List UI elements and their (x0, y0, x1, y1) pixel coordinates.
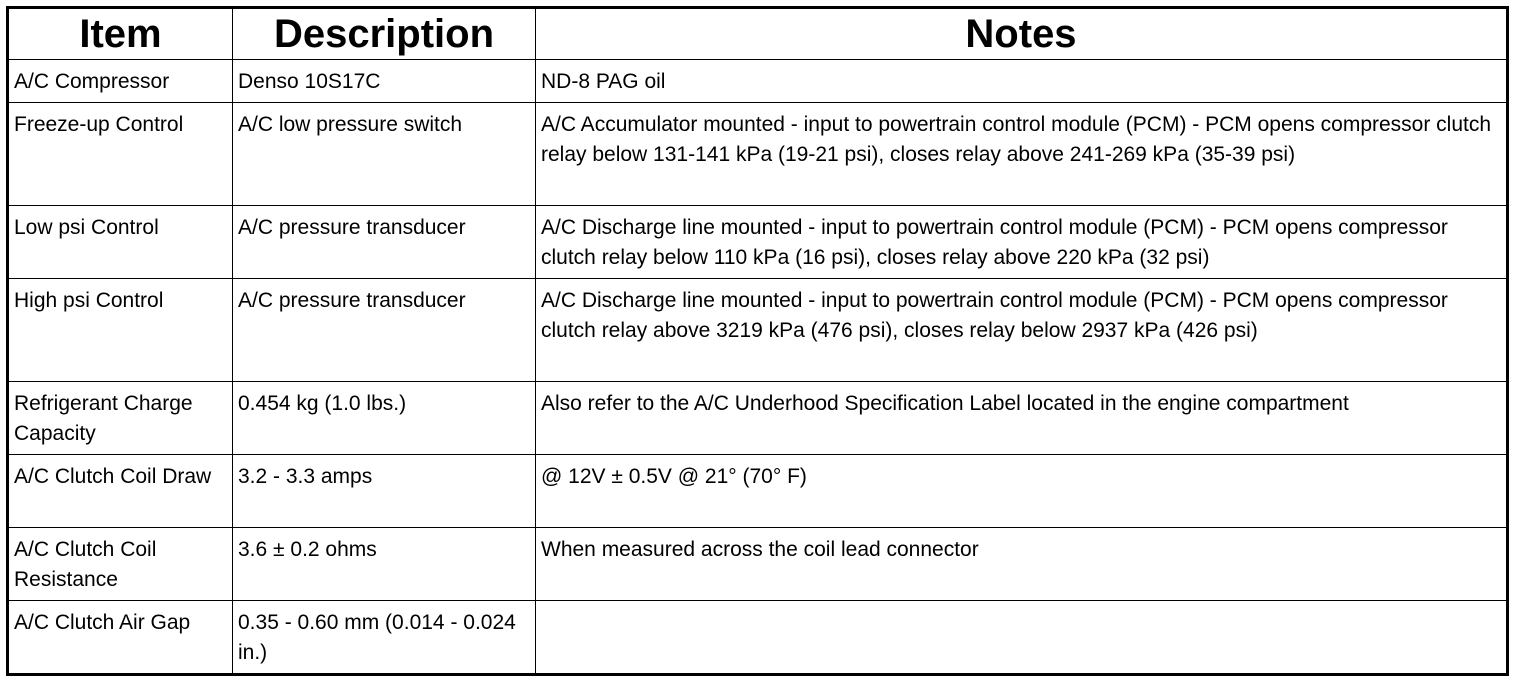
notes-cell: ND-8 PAG oil (535, 59, 1508, 103)
item-cell: A/C Clutch Air Gap (7, 600, 233, 675)
item-cell: A/C Clutch Coil Resistance (7, 527, 233, 601)
item-cell: Low psi Control (7, 205, 233, 279)
table-row: A/C Compressor Denso 10S17C ND-8 PAG oil (7, 59, 1508, 103)
notes-cell: When measured across the coil lead conne… (535, 527, 1508, 601)
notes-cell (535, 600, 1508, 675)
notes-cell: A/C Accumulator mounted - input to power… (535, 102, 1508, 206)
item-cell: A/C Clutch Coil Draw (7, 454, 233, 528)
column-header-item: Item (7, 7, 233, 60)
item-cell: Freeze-up Control (7, 102, 233, 206)
table-row: A/C Clutch Air Gap 0.35 - 0.60 mm (0.014… (7, 600, 1508, 675)
description-cell: 3.6 ± 0.2 ohms (232, 527, 536, 601)
column-header-description: Description (232, 7, 536, 60)
notes-cell: A/C Discharge line mounted - input to po… (535, 278, 1508, 382)
item-cell: High psi Control (7, 278, 233, 382)
description-cell: A/C low pressure switch (232, 102, 536, 206)
description-cell: Denso 10S17C (232, 59, 536, 103)
item-cell: A/C Compressor (7, 59, 233, 103)
table-row: Freeze-up Control A/C low pressure switc… (7, 102, 1508, 206)
table-row: Refrigerant Charge Capacity 0.454 kg (1.… (7, 381, 1508, 455)
description-cell: 3.2 - 3.3 amps (232, 454, 536, 528)
specifications-table: Item Description Notes A/C Compressor De… (6, 6, 1509, 676)
notes-cell: Also refer to the A/C Underhood Specific… (535, 381, 1508, 455)
column-header-notes: Notes (535, 7, 1508, 60)
description-cell: A/C pressure transducer (232, 205, 536, 279)
description-cell: 0.35 - 0.60 mm (0.014 - 0.024 in.) (232, 600, 536, 675)
notes-cell: @ 12V ± 0.5V @ 21° (70° F) (535, 454, 1508, 528)
description-cell: A/C pressure transducer (232, 278, 536, 382)
table-row: High psi Control A/C pressure transducer… (7, 278, 1508, 382)
header-row: Item Description Notes (7, 7, 1508, 60)
table-row: Low psi Control A/C pressure transducer … (7, 205, 1508, 279)
notes-cell: A/C Discharge line mounted - input to po… (535, 205, 1508, 279)
item-cell: Refrigerant Charge Capacity (7, 381, 233, 455)
description-cell: 0.454 kg (1.0 lbs.) (232, 381, 536, 455)
table-row: A/C Clutch Coil Draw 3.2 - 3.3 amps @ 12… (7, 454, 1508, 528)
table-row: A/C Clutch Coil Resistance 3.6 ± 0.2 ohm… (7, 527, 1508, 601)
